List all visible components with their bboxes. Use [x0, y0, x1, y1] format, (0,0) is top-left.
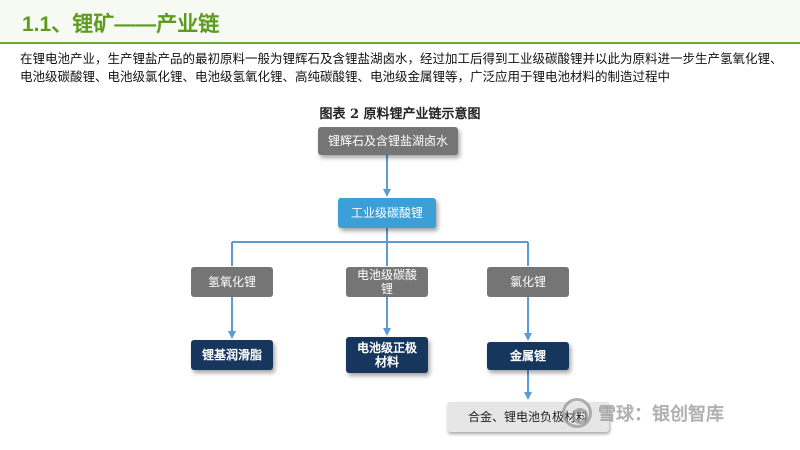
- node-industrial-lithium-carbonate: 工业级碳酸锂: [338, 198, 436, 228]
- node-lithium-grease: 锂基润滑脂: [191, 340, 273, 370]
- node-root-spodumene-brine: 锂辉石及含锂盐湖卤水: [318, 127, 458, 155]
- title-rule: [0, 42, 800, 44]
- watermark: 雪球：银创智库: [562, 398, 724, 428]
- node-battery-lithium-carbonate: 电池级碳酸锂: [346, 267, 428, 297]
- header-bar: [0, 0, 800, 42]
- node-metallic-lithium: 金属锂: [487, 342, 569, 370]
- node-lithium-chloride: 氯化锂: [487, 267, 569, 297]
- figure-caption: 图表 2 原料锂产业链示意图: [319, 107, 481, 122]
- watermark-text: 雪球：银创智库: [598, 404, 724, 425]
- intro-paragraph: 在锂电池产业，生产锂盐产品的最初原料一般为锂辉石及含锂盐湖卤水，经过加工后得到工…: [20, 51, 783, 84]
- node-battery-cathode-material: 电池级正极材料: [346, 337, 428, 373]
- node-lithium-hydroxide: 氢氧化锂: [191, 267, 273, 297]
- slide-title: 1.1、锂矿——产业链: [22, 13, 220, 36]
- snowball-logo-icon: [562, 398, 592, 428]
